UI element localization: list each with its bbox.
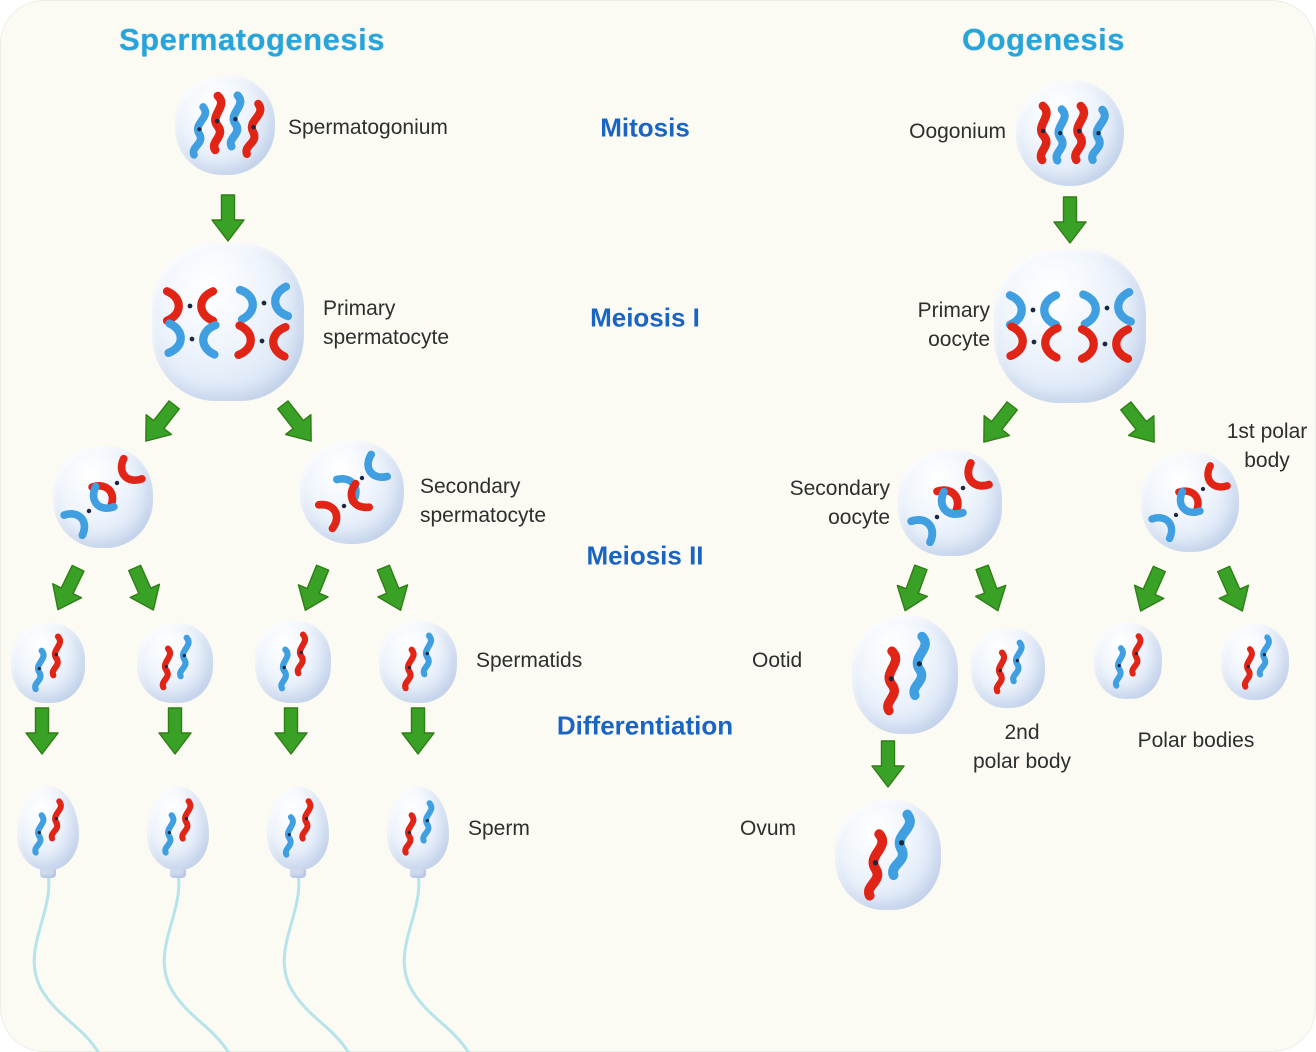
spermatogenesis-title: Spermatogenesis <box>119 22 385 57</box>
cell-spermatogonium <box>175 75 275 175</box>
cell-sperm-1 <box>17 786 79 870</box>
flow-arrow <box>1133 565 1166 612</box>
chromosomes <box>162 282 293 361</box>
cell-secondary-spermatocyte-1 <box>53 446 153 548</box>
stage-meiosis-2: Meiosis II <box>586 540 704 571</box>
label-sperm: Sperm <box>468 816 530 840</box>
flow-arrow <box>983 401 1018 443</box>
flow-arrow <box>1217 565 1250 612</box>
sperm-tail <box>162 870 230 1052</box>
flow-arrow <box>896 564 929 612</box>
chromosomes <box>60 454 146 540</box>
cell-spermatid-3 <box>255 621 331 703</box>
chromosomes <box>162 798 194 856</box>
chromosomes <box>402 632 435 692</box>
stage-mitosis: Mitosis <box>600 112 690 143</box>
chromosomes <box>282 798 314 858</box>
chromosomes <box>402 800 435 856</box>
label-spermatids: Spermatids <box>476 648 583 672</box>
flow-arrow <box>211 194 245 242</box>
chromosomes <box>1241 634 1272 690</box>
oogenesis-title: Oogenesis <box>962 22 1125 57</box>
chromosomes <box>278 631 309 692</box>
flow-arrow <box>52 564 85 611</box>
label-polar-bodies: Polar bodies <box>1137 728 1255 752</box>
flow-arrow <box>158 707 192 755</box>
flow-arrow <box>401 707 435 755</box>
cell-sperm-4 <box>387 786 449 870</box>
chromosomes <box>32 798 64 856</box>
stage-differentiation: Differentiation <box>556 710 734 741</box>
cell-first-polar-body <box>1141 452 1239 552</box>
flow-arrow <box>128 564 161 611</box>
cell-oogonium <box>1016 80 1124 186</box>
cell-spermatid-1 <box>11 623 85 703</box>
stage-meiosis-1: Meiosis I <box>590 302 700 333</box>
label-ovum: Ovum <box>740 816 797 840</box>
chromosomes <box>1148 462 1231 543</box>
chromosomes <box>864 809 915 901</box>
flow-arrow <box>1053 196 1087 244</box>
label-oogonium: Oogonium <box>909 119 1006 143</box>
cell-spermatid-4 <box>379 621 457 703</box>
flow-arrow <box>145 400 180 442</box>
cell-primary-oocyte <box>994 249 1146 403</box>
chromosomes <box>907 459 993 547</box>
chromosomes <box>159 634 192 691</box>
chromosomes <box>1112 633 1144 689</box>
chromosomes <box>1005 287 1135 363</box>
label-ootid: Ootid <box>752 648 803 672</box>
flow-arrow <box>1120 401 1155 443</box>
cell-secondary-spermatocyte-2 <box>300 440 404 544</box>
chromosomes <box>32 633 64 693</box>
flow-arrow <box>297 564 330 612</box>
flow-arrow <box>277 400 312 442</box>
cell-polar-body-1 <box>1094 623 1162 699</box>
flow-arrow <box>871 740 905 788</box>
chromosomes <box>883 631 930 716</box>
cell-polar-body-2 <box>1221 624 1289 700</box>
cell-ovum <box>835 800 941 910</box>
label-spermatogonium: Spermatogonium <box>288 115 448 139</box>
flow-arrow <box>974 564 1007 612</box>
cell-secondary-oocyte <box>898 450 1002 556</box>
cell-second-polar-body <box>971 628 1045 708</box>
chromosomes <box>1036 101 1109 165</box>
sperm-tail <box>282 870 350 1052</box>
flow-arrow <box>25 707 59 755</box>
sperm-tail <box>32 870 100 1052</box>
cell-spermatid-2 <box>137 623 213 703</box>
chromosomes <box>189 91 265 159</box>
flow-arrow <box>376 564 409 612</box>
cell-ootid <box>852 616 958 734</box>
cell-primary-spermatocyte <box>152 243 304 401</box>
flow-arrow <box>274 707 308 755</box>
chromosomes <box>993 639 1025 695</box>
chromosomes <box>314 450 392 533</box>
cell-sperm-2 <box>147 786 209 870</box>
cell-sperm-3 <box>267 786 329 870</box>
sperm-tail <box>402 870 470 1052</box>
